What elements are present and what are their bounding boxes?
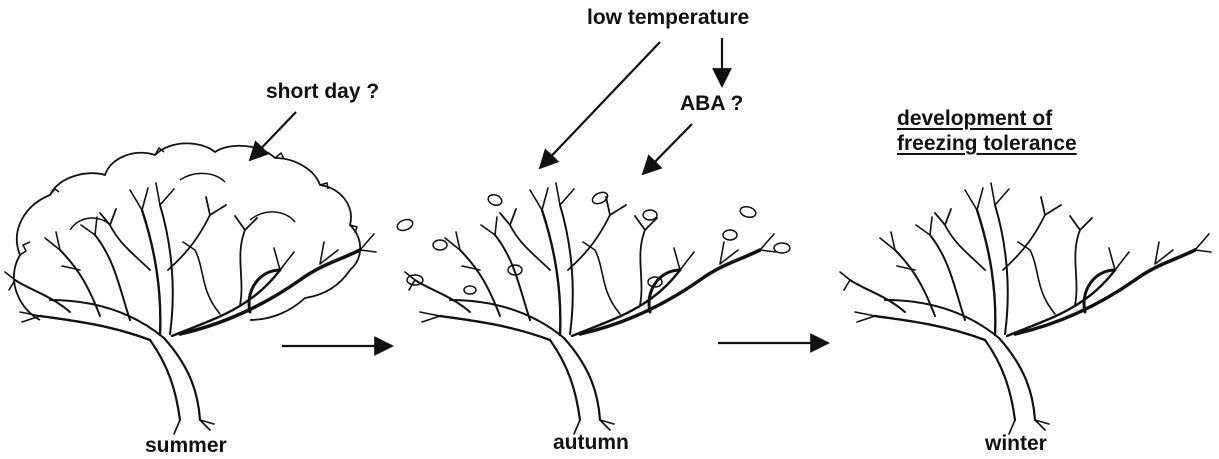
arrow-aba — [643, 124, 692, 174]
season-label-winter: winter — [985, 432, 1047, 456]
arrow-short-day — [250, 112, 296, 160]
summer-tree — [5, 143, 376, 434]
short-day-label: short day ? — [266, 80, 379, 104]
arrow-low-temperature-to-tree — [540, 42, 660, 168]
low-temperature-label: low temperature — [587, 6, 749, 30]
development-label-line1: development of — [897, 107, 1052, 131]
season-label-summer: summer — [145, 434, 227, 458]
development-label-line2: freezing tolerance — [897, 132, 1077, 156]
autumn-tree — [396, 183, 790, 434]
winter-tree — [840, 183, 1211, 434]
season-label-autumn: autumn — [553, 431, 629, 455]
aba-label: ABA ? — [680, 92, 743, 116]
